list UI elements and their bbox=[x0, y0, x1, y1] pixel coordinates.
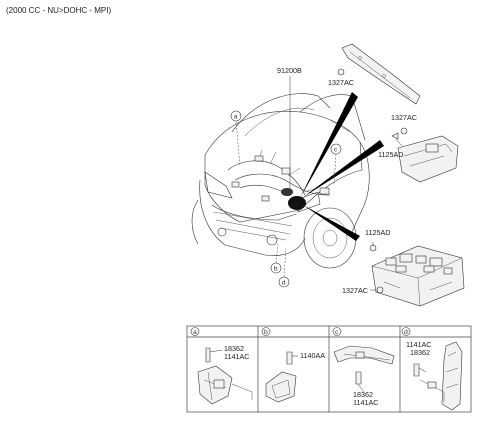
callout-c: c bbox=[330, 143, 342, 185]
svg-text:1141AC: 1141AC bbox=[224, 352, 249, 361]
detail-panel-c: c 18362 1141AC bbox=[332, 327, 395, 407]
harness-label: 91200B bbox=[277, 66, 302, 75]
svg-text:a: a bbox=[193, 329, 197, 336]
junction-box bbox=[369, 242, 465, 307]
detail-panel-d: d 1141AC 18362 bbox=[401, 327, 463, 411]
svg-text:b: b bbox=[264, 329, 268, 336]
bolt-right-label: 1125AD bbox=[378, 150, 403, 159]
svg-text:1141AC: 1141AC bbox=[353, 398, 378, 407]
svg-text:18362: 18362 bbox=[410, 348, 430, 357]
vehicle-front-view bbox=[191, 93, 370, 269]
svg-text:1141AC: 1141AC bbox=[406, 340, 431, 349]
cowl-bracket bbox=[341, 43, 421, 105]
svg-text:18362: 18362 bbox=[224, 344, 244, 353]
bolt-lower-label: 1125AD bbox=[365, 228, 390, 237]
callout-d: d bbox=[278, 247, 290, 288]
svg-text:c: c bbox=[334, 147, 338, 154]
ecu-bracket bbox=[391, 127, 459, 183]
svg-text:c: c bbox=[335, 329, 339, 336]
location-wedges bbox=[300, 92, 384, 241]
svg-text:a: a bbox=[234, 114, 238, 121]
detail-panels bbox=[186, 325, 472, 413]
svg-text:1140AA: 1140AA bbox=[300, 351, 325, 360]
svg-text:1327AC: 1327AC bbox=[328, 78, 354, 87]
svg-text:18362: 18362 bbox=[353, 390, 373, 399]
detail-panel-a: a 18362 1141AC bbox=[190, 327, 253, 405]
callout-b: b bbox=[270, 243, 282, 274]
svg-text:b: b bbox=[274, 266, 278, 273]
clip-box-label: 1327AC bbox=[342, 286, 368, 295]
engine-spec-title: (2000 CC - NU>DOHC - MPI) bbox=[6, 6, 111, 15]
clip-top: 1327AC bbox=[328, 68, 354, 87]
svg-text:d: d bbox=[282, 280, 286, 287]
callout-a: a bbox=[230, 110, 242, 167]
clip-right-label: 1327AC bbox=[391, 113, 417, 122]
svg-text:d: d bbox=[404, 329, 408, 336]
detail-panel-b: b 1140AA bbox=[261, 327, 325, 403]
